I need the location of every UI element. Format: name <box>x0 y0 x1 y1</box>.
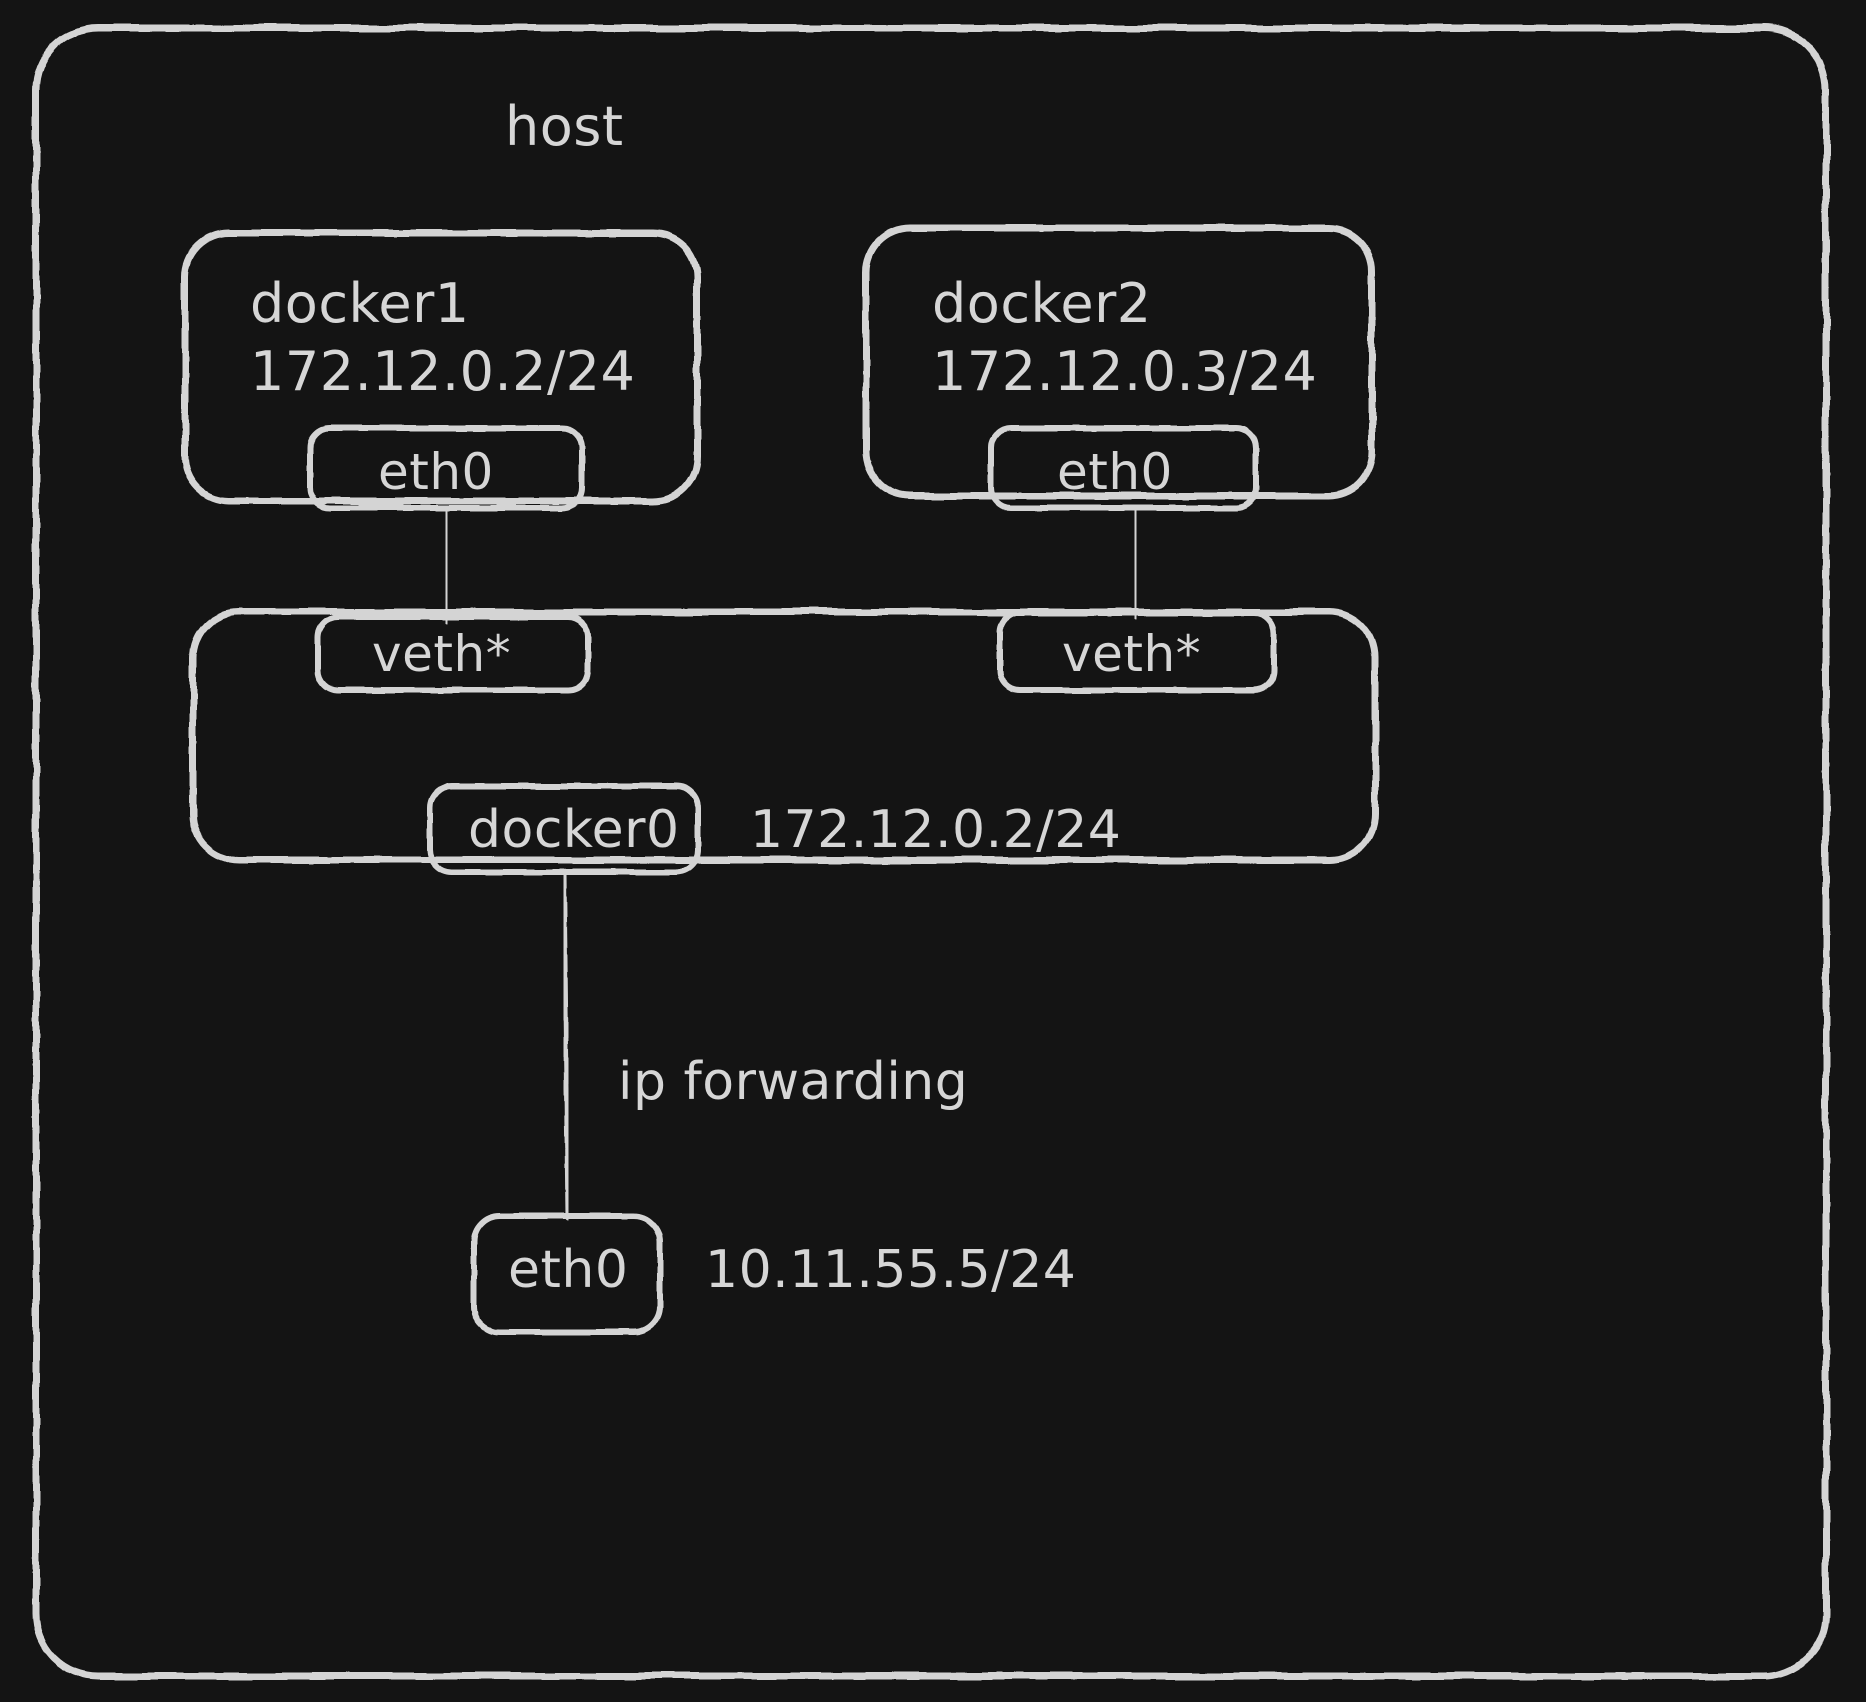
container-docker2-name: docker2 <box>932 272 1152 335</box>
container-docker1-boundary <box>181 229 701 505</box>
nic-box-veth-left <box>315 614 591 693</box>
container-docker1-name: docker1 <box>250 272 470 335</box>
host-ip-label: 10.11.55.5/24 <box>705 1240 1077 1300</box>
container-docker1-ip: 172.12.0.2/24 <box>250 340 636 403</box>
container-docker1-interface-label: eth0 <box>378 443 494 501</box>
veth-right-label: veth* <box>1062 625 1202 683</box>
link-docker1-eth0-to-veth-left <box>443 506 450 625</box>
nic-box-docker2-eth0 <box>988 425 1259 511</box>
host-interface-label: eth0 <box>508 1240 629 1300</box>
container-docker2-ip: 172.12.0.3/24 <box>932 340 1318 403</box>
bridge-ip-label: 172.12.0.2/24 <box>750 800 1122 860</box>
bridge-boundary <box>189 608 1379 864</box>
link-docker0-to-host-eth0 <box>561 871 571 1221</box>
bridge-name-label: docker0 <box>468 800 680 860</box>
page-title: host <box>505 95 624 158</box>
veth-left-label: veth* <box>372 625 512 683</box>
ip-forwarding-note: ip forwarding <box>618 1052 969 1112</box>
container-docker2-boundary <box>862 224 1376 500</box>
host-boundary <box>32 24 1830 1680</box>
container-docker2-interface-label: eth0 <box>1057 443 1173 501</box>
link-docker2-eth0-to-veth-right <box>1132 506 1139 620</box>
